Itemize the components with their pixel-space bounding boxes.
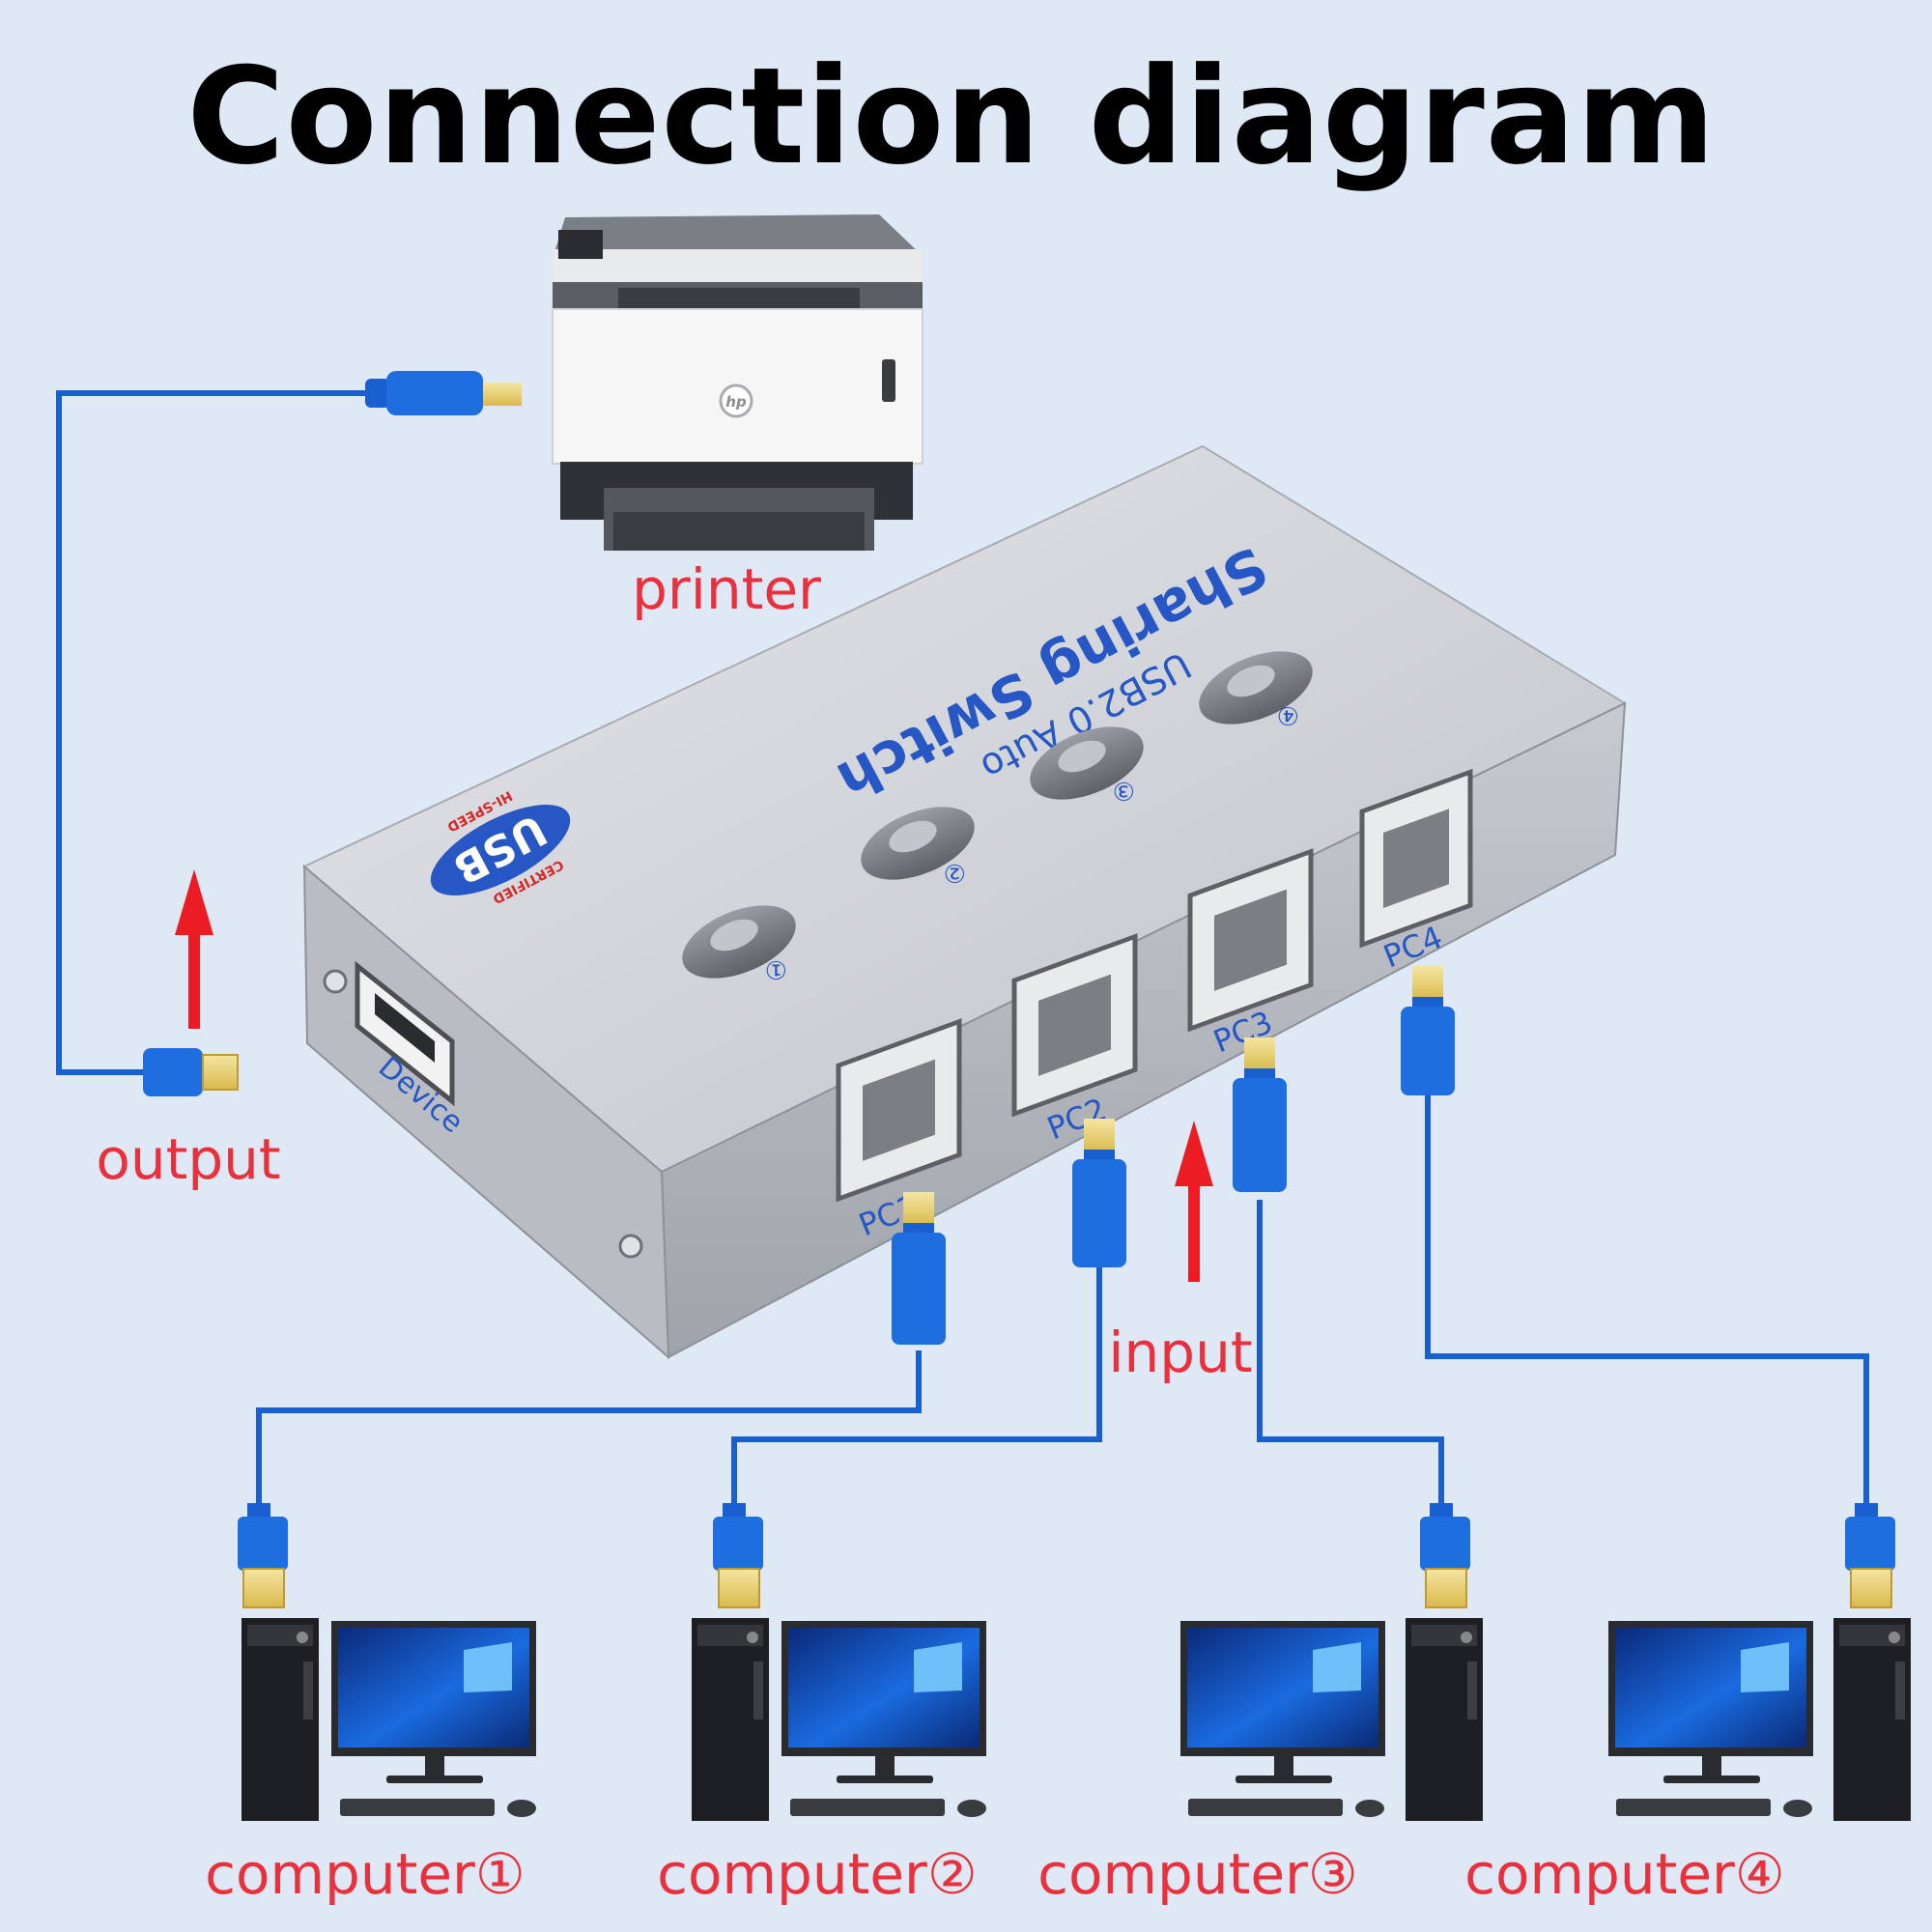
mouse [957,1800,986,1817]
usb-sharing-switch: Sharing Switch USB2.0 Auto USB CERTIFIED… [302,444,1628,1360]
computer-2-label: computer② [657,1841,978,1907]
computer-1 [242,1618,536,1821]
desktop-tower [242,1618,319,1821]
port-pc4[interactable] [1359,768,1473,949]
button-number-1: ① [765,954,787,983]
cables [56,390,1869,1507]
switch-button-1[interactable]: ① [672,891,807,993]
port-pc3[interactable] [1187,848,1314,1033]
pc2-cable-device-plug [1072,1119,1126,1267]
screw-icon [618,1234,643,1259]
computer-3 [1180,1618,1483,1821]
monitor [1608,1621,1813,1783]
keyboard [340,1799,495,1816]
switch-button-4[interactable]: ④ [1189,637,1323,739]
mouse [1355,1800,1384,1817]
switch-button-3[interactable]: ③ [1020,712,1154,814]
output-cable-printer-plug [365,371,522,415]
printer-label: printer [632,556,821,622]
pc4-cable-computer-plug [1845,1503,1895,1608]
computer-1-label: computer① [205,1841,526,1907]
port-pc1[interactable] [836,1018,962,1203]
printer-logo: hp [725,393,747,411]
pc1-cable-device-plug [892,1192,946,1345]
input-label: input [1108,1320,1252,1385]
button-number-4: ④ [1277,700,1299,729]
output-arrow-icon [175,869,213,1029]
pc4-cable-device-plug [1401,966,1455,1095]
monitor [781,1621,986,1783]
screw-icon [323,969,348,994]
input-arrow-icon [1175,1121,1213,1282]
printer-image: hp [552,214,923,551]
pc3-cable-device-plug [1233,1037,1287,1192]
keyboard [1616,1799,1771,1816]
monitor [331,1621,536,1783]
port-pc2[interactable] [1011,933,1138,1118]
pc3-cable-computer-plug [1420,1503,1470,1608]
page-title: Connection diagram [186,39,1717,194]
button-number-2: ② [944,858,966,887]
computer-4 [1608,1618,1911,1821]
computer-2 [692,1618,986,1821]
button-number-3: ③ [1113,776,1135,805]
desktop-tower [692,1618,769,1821]
usb-logo: USB CERTIFIED HI-SPEED [430,787,571,906]
switch-button-2[interactable]: ② [851,792,985,895]
computer-3-label: computer③ [1037,1841,1358,1907]
monitor [1180,1621,1385,1783]
pc2-cable-computer-plug [713,1503,763,1608]
computer-4-label: computer④ [1464,1841,1785,1907]
desktop-tower [1833,1618,1911,1821]
pc1-cable-computer-plug [238,1503,288,1608]
keyboard [790,1799,945,1816]
port-device[interactable] [355,960,455,1107]
output-cable-device-plug [143,1048,239,1096]
desktop-tower [1406,1618,1483,1821]
mouse [1783,1800,1812,1817]
output-label: output [96,1126,280,1192]
keyboard [1188,1799,1343,1816]
mouse [507,1800,536,1817]
